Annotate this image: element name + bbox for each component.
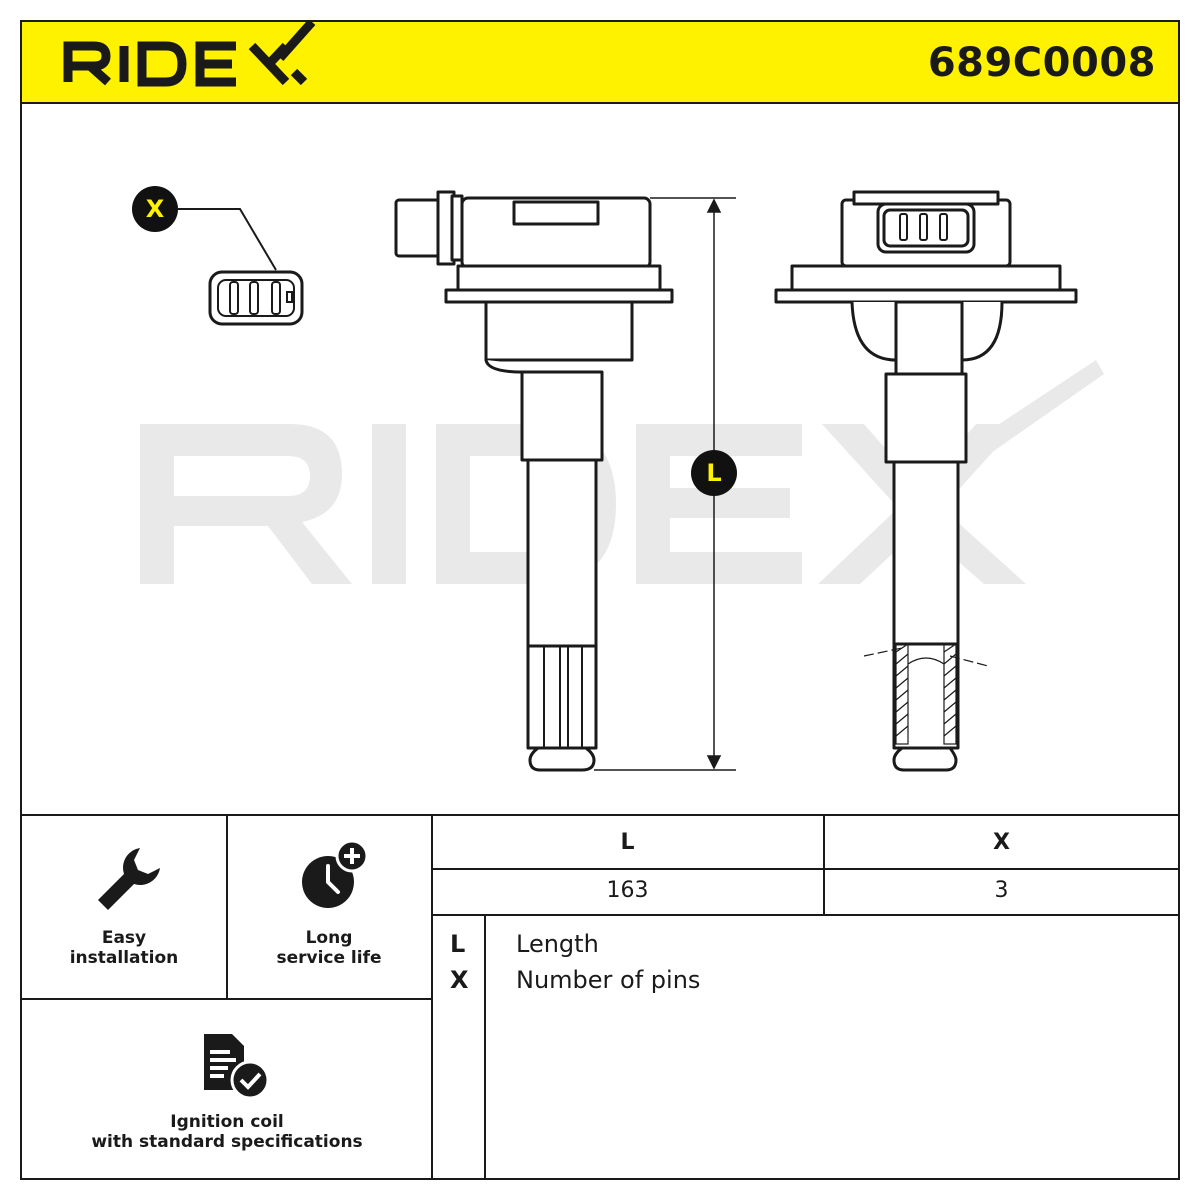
document-check-icon xyxy=(204,1034,270,1100)
divider xyxy=(432,914,1178,916)
feature-label-line2: service life xyxy=(276,948,382,968)
product-sheet: 689C0008 xyxy=(20,19,1180,1180)
divider xyxy=(226,816,228,998)
info-panel: Easy installation Long service life xyxy=(22,814,1178,1180)
feature-label-line1: Ignition coil xyxy=(170,1112,284,1132)
badge-l: L xyxy=(691,450,737,496)
legend-key-l: L xyxy=(450,930,466,958)
feature-label-line2: with standard specifications xyxy=(91,1132,363,1152)
spec-header-l: L xyxy=(620,830,635,855)
spec-value-l: 163 xyxy=(606,878,649,903)
legend-text-pins: Number of pins xyxy=(516,966,701,994)
header-bar: 689C0008 xyxy=(22,19,1178,107)
divider xyxy=(823,816,825,914)
coil-side-view xyxy=(394,190,674,772)
divider xyxy=(432,868,1178,870)
connector-detail xyxy=(178,208,304,326)
feature-label-line1: Long xyxy=(305,928,353,948)
section-hatch xyxy=(863,643,989,745)
legend-text-length: Length xyxy=(516,930,599,958)
spec-value-x: 3 xyxy=(994,878,1009,903)
feature-label-line2: installation xyxy=(69,948,179,968)
feature-label-line1: Easy xyxy=(101,928,147,948)
coil-front-view xyxy=(774,190,1078,772)
wrench-icon xyxy=(98,848,160,910)
legend-key-x: X xyxy=(450,966,469,994)
ridex-logo xyxy=(42,19,322,107)
part-number: 689C0008 xyxy=(927,40,1156,86)
clock-plus-icon xyxy=(302,840,369,908)
divider xyxy=(431,816,433,1180)
divider xyxy=(22,998,432,1000)
spec-header-x: X xyxy=(993,830,1010,855)
divider xyxy=(484,914,486,1180)
badge-x: X xyxy=(132,186,178,232)
technical-drawing: X L xyxy=(22,104,1178,814)
